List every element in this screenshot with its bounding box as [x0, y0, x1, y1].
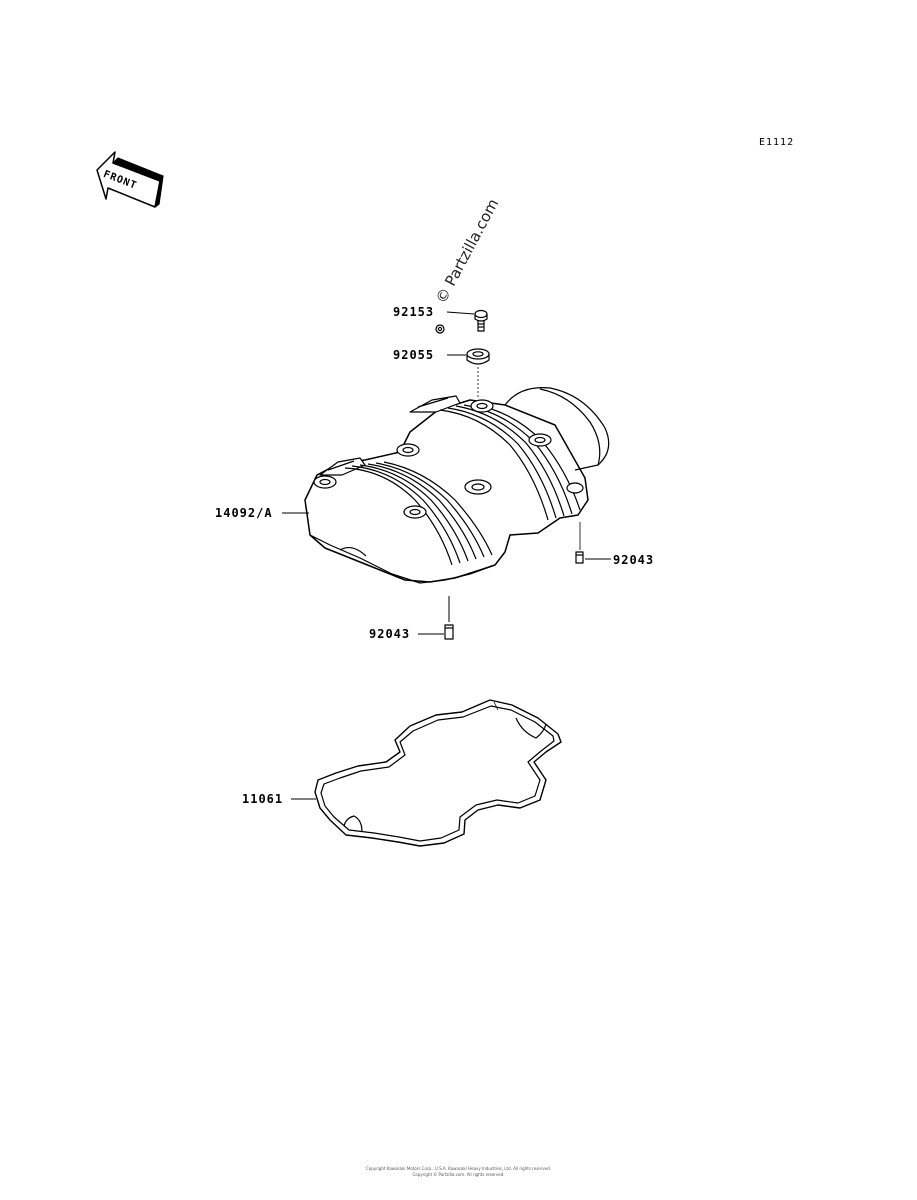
- screw-92153-part: [435, 309, 488, 334]
- part-label-92043-right[interactable]: 92043: [613, 553, 655, 567]
- part-label-14092-a[interactable]: 14092/A: [215, 506, 273, 520]
- copyright-notice: Copyright Kawasaki Motors Corp., U.S.A. …: [0, 1166, 917, 1178]
- copyright-line-1: Copyright Kawasaki Motors Corp., U.S.A. …: [365, 1166, 552, 1171]
- diagram-code: E1112: [759, 137, 795, 148]
- part-label-92043-bottom[interactable]: 92043: [369, 627, 411, 641]
- dowel-pin-right-part: [575, 522, 584, 564]
- leader-lines: [282, 311, 611, 800]
- gasket-part: [314, 699, 562, 847]
- cylinder-head-cover-part: [304, 387, 610, 584]
- part-label-92055[interactable]: 92055: [393, 348, 435, 362]
- part-label-92153[interactable]: 92153: [393, 305, 435, 319]
- copyright-line-2: Copyright © Partzilla.com. All rights re…: [412, 1172, 505, 1177]
- part-label-11061[interactable]: 11061: [242, 792, 284, 806]
- front-direction-arrow-icon: [96, 151, 164, 208]
- dowel-pin-bottom-part: [444, 596, 454, 640]
- seal-washer-92055-part: [466, 348, 490, 365]
